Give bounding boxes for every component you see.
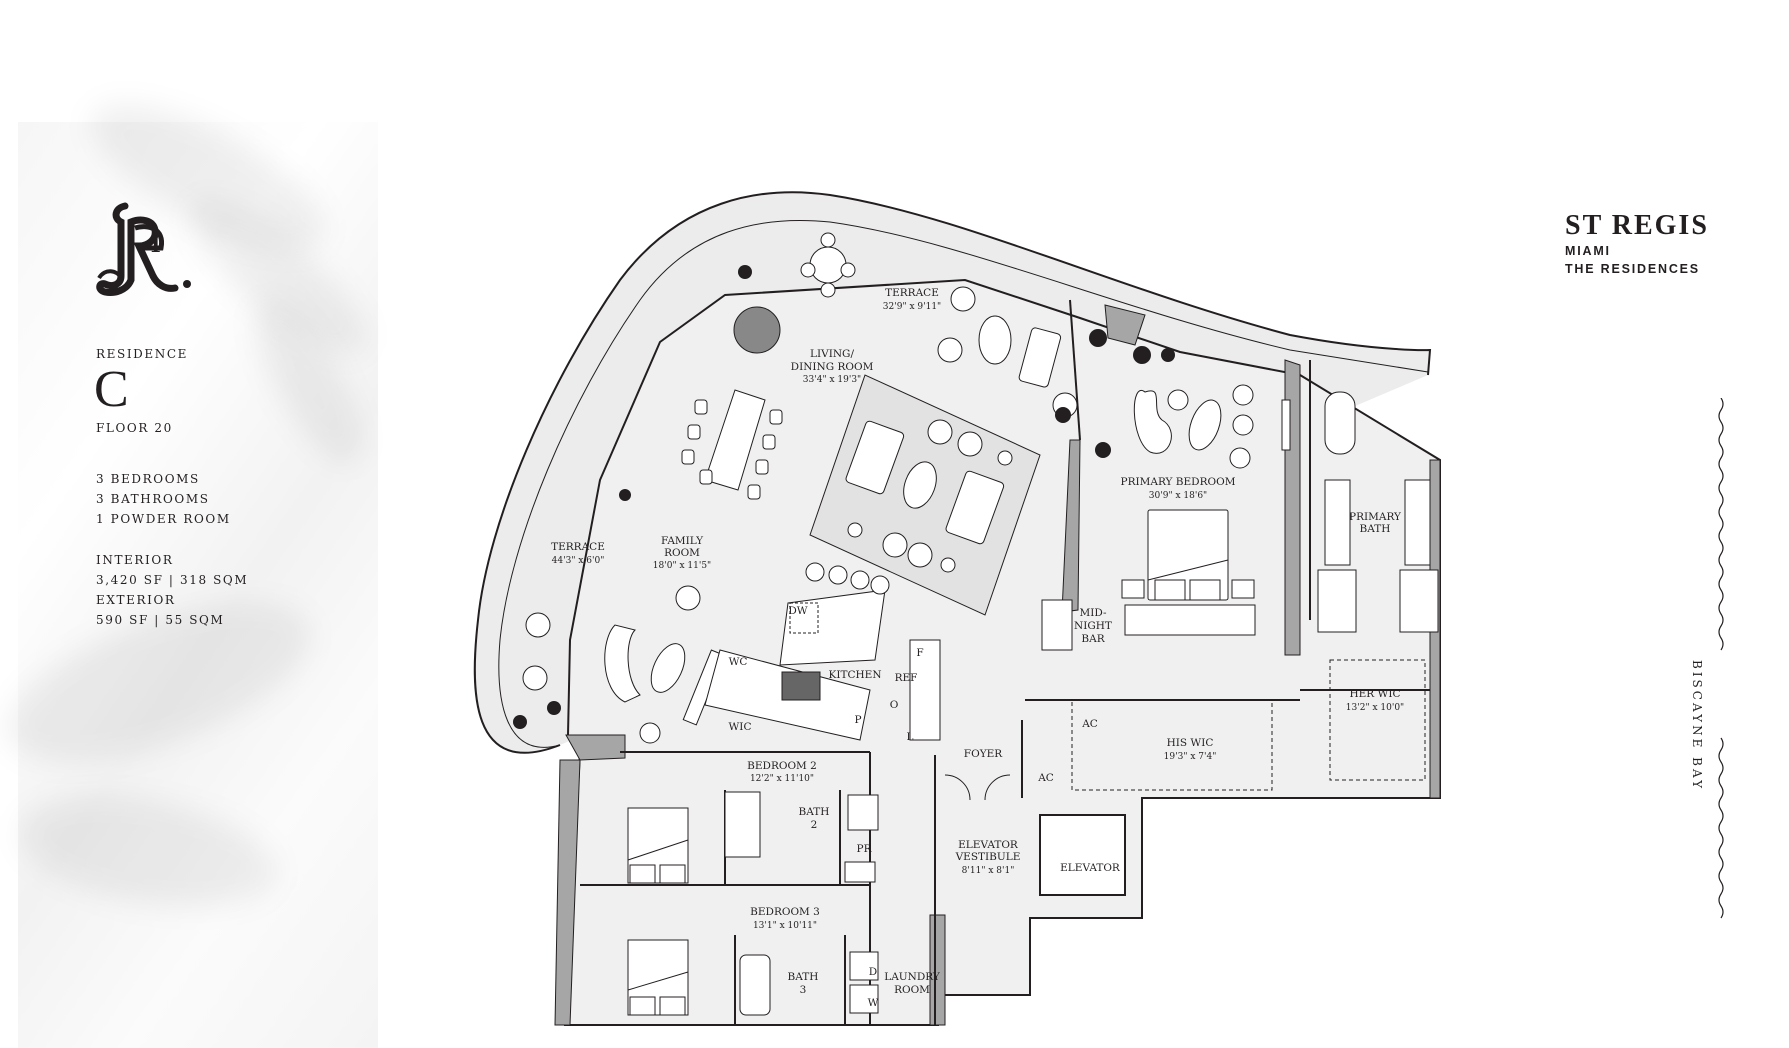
her-wic-dim: 13'2" x 10'0" xyxy=(1346,703,1404,713)
terrace-top-dim: 32'9" x 9'11" xyxy=(883,302,941,312)
wine-cooler-label: WC xyxy=(729,656,748,668)
exterior-label: EXTERIOR xyxy=(96,593,176,607)
l-label: L xyxy=(907,731,914,743)
st-regis-brand: ST REGIS MIAMI THE RESIDENCES xyxy=(1565,210,1709,278)
dining-table xyxy=(681,389,783,500)
vestibule-label-2: VESTIBULE xyxy=(955,851,1021,863)
family-label-1: FAMILY xyxy=(661,535,704,547)
pantry-label: P xyxy=(854,714,861,726)
powder-room-label: PR xyxy=(857,843,873,855)
washer-label: W xyxy=(868,997,879,1009)
sr-monogram-logo: 4 xyxy=(96,202,191,296)
round-planter xyxy=(733,306,781,354)
bath-2-label-2: 2 xyxy=(811,819,818,831)
terrace-left-label: TERRACE xyxy=(551,541,605,553)
interior-shell xyxy=(563,278,1441,1026)
bath-3-label-1: BATH xyxy=(788,971,819,983)
info-panel-background xyxy=(0,76,385,1048)
his-wic-label: HIS WIC xyxy=(1167,737,1214,749)
living-label-1: LIVING/ xyxy=(810,348,854,360)
primary-bath-label-2: BATH xyxy=(1360,523,1391,535)
family-label-2: ROOM xyxy=(664,547,700,559)
brand-city: MIAMI xyxy=(1565,244,1611,258)
bedroom-2-dim: 12'2" x 11'10" xyxy=(750,774,814,784)
midnight-bar-label-2: NIGHT xyxy=(1074,620,1112,632)
bedroom-3-dim: 13'1" x 10'11" xyxy=(753,921,817,931)
kitchen-label: KITCHEN xyxy=(828,669,881,681)
interior-label: INTERIOR xyxy=(96,553,174,567)
ac-label-2: AC xyxy=(1037,772,1054,784)
primary-bedroom-dim: 30'9" x 18'6" xyxy=(1149,491,1207,501)
primary-bath-label-1: PRIMARY xyxy=(1349,511,1402,523)
oven-label: O xyxy=(890,699,899,711)
foyer-label: FOYER xyxy=(964,748,1003,760)
his-wic-dim: 19'3" x 7'4" xyxy=(1164,752,1217,762)
living-dim: 33'4" x 19'3" xyxy=(803,375,861,385)
vestibule-dim: 8'11" x 8'1" xyxy=(962,866,1015,876)
dishwasher-label: DW xyxy=(788,605,807,617)
bedrooms-count: 3 BEDROOMS xyxy=(96,472,200,486)
laundry-label-2: ROOM xyxy=(894,984,930,996)
primary-bath-fixtures xyxy=(1071,391,1439,791)
wic-label: WIC xyxy=(729,721,752,733)
planters xyxy=(513,265,1175,729)
freezer-label: F xyxy=(916,647,923,659)
secondary-beds xyxy=(627,807,689,1016)
terrace-top-label: TERRACE xyxy=(885,287,939,299)
svg-text:4: 4 xyxy=(147,233,161,257)
bedroom-3-label: BEDROOM 3 xyxy=(750,906,820,918)
dryer-label: D xyxy=(869,966,877,978)
family-dim: 18'0" x 11'5" xyxy=(653,561,711,571)
kitchen-counter xyxy=(704,639,941,741)
terrace-inner-line xyxy=(498,219,1429,748)
bath-fixtures xyxy=(724,791,879,1016)
refrigerator-label: REF xyxy=(895,672,918,684)
bath-2-label-1: BATH xyxy=(799,806,830,818)
living-label-2: DINING ROOM xyxy=(791,361,874,373)
vestibule-label-1: ELEVATOR xyxy=(958,839,1019,851)
midnight-bar-label-3: BAR xyxy=(1081,633,1105,645)
vestibule-doors xyxy=(944,774,1011,801)
residence-letter: C xyxy=(94,361,129,418)
residence-label: RESIDENCE xyxy=(96,347,188,361)
midnight-bar-label-1: MID- xyxy=(1079,607,1107,619)
floor-label: FLOOR 20 xyxy=(96,421,173,435)
powder-room-count: 1 POWDER ROOM xyxy=(96,512,231,526)
bath-3-label-2: 3 xyxy=(800,984,807,996)
bay-wave-line xyxy=(1718,398,1724,919)
terrace-furniture xyxy=(522,232,1078,691)
bathrooms-count: 3 BATHROOMS xyxy=(96,492,210,506)
elevator-box xyxy=(1039,814,1126,896)
laundry-label-1: LAUNDRY xyxy=(884,971,941,983)
elevator-label: ELEVATOR xyxy=(1060,862,1121,874)
brand-name: ST REGIS xyxy=(1565,210,1709,241)
interior-area: 3,420 SF | 318 SQM xyxy=(96,573,249,587)
ac-label-1: AC xyxy=(1081,718,1098,730)
kitchen-island xyxy=(779,562,890,666)
exterior-area: 590 SF | 55 SQM xyxy=(96,613,225,627)
her-wic-label: HER WIC xyxy=(1349,688,1400,700)
midnight-bar-counter xyxy=(1041,599,1073,651)
primary-bedroom-label: PRIMARY BEDROOM xyxy=(1121,476,1236,488)
terrace-left-dim: 44'3" x 6'0" xyxy=(552,556,605,566)
bedroom-2-label: BEDROOM 2 xyxy=(747,760,817,772)
primary-bedroom-furniture xyxy=(1121,384,1291,636)
living-furniture xyxy=(845,419,1013,573)
brand-subtitle: THE RESIDENCES xyxy=(1565,262,1700,276)
